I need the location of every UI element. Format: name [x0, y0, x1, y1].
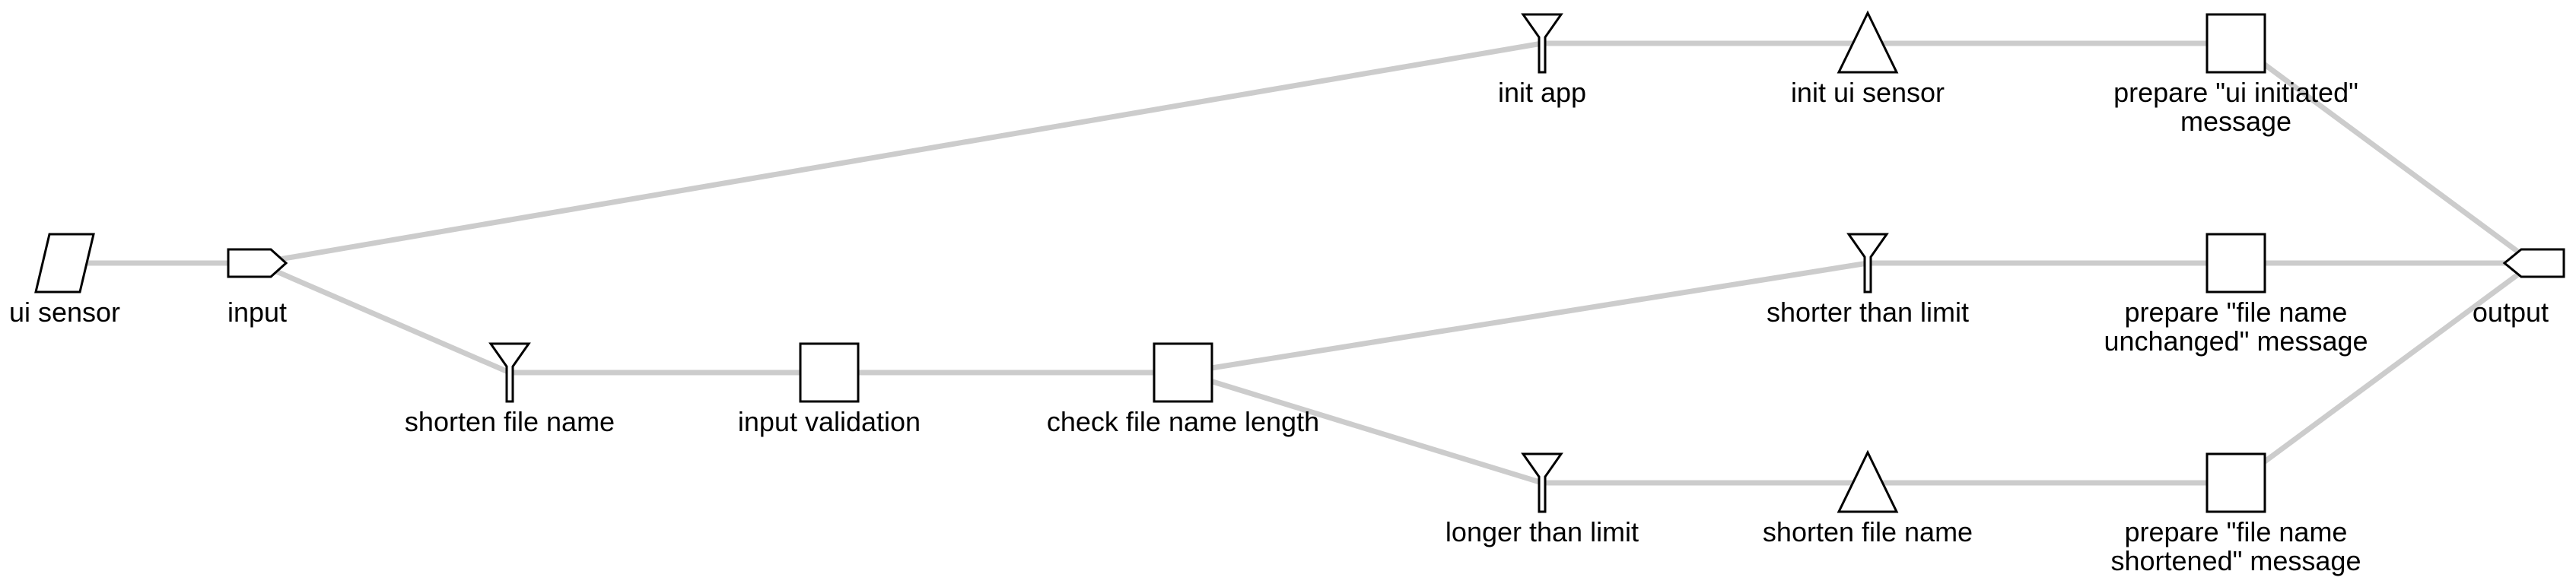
- parallelogram-shape: [34, 233, 95, 294]
- square-shape: [1153, 342, 1213, 403]
- node-label: shorten file name: [405, 406, 615, 437]
- node-label: longer than limit: [1445, 516, 1639, 547]
- edge-check_file_name_length-to-shorter_than_limit: [1182, 260, 1868, 376]
- output-port-shape: [2502, 248, 2565, 278]
- node-shorten-file-name-action[interactable]: shorten file name: [1763, 449, 1973, 547]
- node-longer-than-limit[interactable]: longer than limit: [1445, 452, 1639, 547]
- triangle-shape: [1837, 10, 1899, 74]
- node-ui-sensor[interactable]: ui sensor: [9, 233, 120, 328]
- node-label: message: [2180, 106, 2291, 137]
- edge-prepare_shortened-to-output: [2234, 261, 2536, 485]
- square-shape: [2206, 452, 2266, 513]
- node-prepare-ui-initiated[interactable]: prepare "ui initiated"message: [2113, 13, 2358, 137]
- node-label: check file name length: [1047, 406, 1319, 437]
- node-label: shorten file name: [1763, 516, 1973, 547]
- edge-prepare_ui_initiated-to-output: [2234, 41, 2536, 265]
- node-shorten-file-name-filter[interactable]: shorten file name: [405, 342, 615, 437]
- square-shape: [2206, 13, 2266, 74]
- node-label: shortened" message: [2111, 545, 2361, 576]
- triangle-shape: [1837, 449, 1899, 513]
- edge-input-to-shorten_file_name_filter: [256, 260, 511, 376]
- node-check-file-name-length[interactable]: check file name length: [1047, 342, 1319, 437]
- node-output[interactable]: output: [2473, 248, 2565, 328]
- funnel-shape: [1521, 452, 1563, 513]
- nodes-layer: ui sensor input init app init ui sensor prep…: [9, 10, 2565, 576]
- node-label: input: [227, 297, 287, 328]
- funnel-shape: [1846, 233, 1889, 294]
- node-label: prepare "file name: [2125, 297, 2348, 328]
- input-port-shape: [227, 248, 288, 278]
- node-label: prepare "ui initiated": [2113, 77, 2358, 108]
- node-label: unchanged" message: [2104, 325, 2368, 357]
- node-init-app[interactable]: init app: [1498, 13, 1586, 108]
- node-init-ui-sensor[interactable]: init ui sensor: [1791, 10, 1945, 108]
- node-label: init app: [1498, 77, 1586, 108]
- funnel-shape: [488, 342, 531, 403]
- node-input[interactable]: input: [227, 248, 288, 328]
- node-label: input validation: [738, 406, 921, 437]
- funnel-shape: [1521, 13, 1563, 74]
- node-label: prepare "file name: [2125, 516, 2348, 547]
- node-input-validation[interactable]: input validation: [738, 342, 921, 437]
- edge-check_file_name_length-to-longer_than_limit: [1181, 370, 1544, 486]
- edge-input-to-init_app: [256, 40, 1543, 266]
- node-label: output: [2473, 297, 2549, 328]
- node-label: ui sensor: [9, 297, 120, 328]
- node-label: shorter than limit: [1767, 297, 1969, 328]
- edges-layer: [65, 40, 2536, 486]
- node-label: init ui sensor: [1791, 77, 1945, 108]
- square-shape: [799, 342, 860, 403]
- node-shorter-than-limit[interactable]: shorter than limit: [1767, 233, 1969, 328]
- square-shape: [2206, 233, 2266, 294]
